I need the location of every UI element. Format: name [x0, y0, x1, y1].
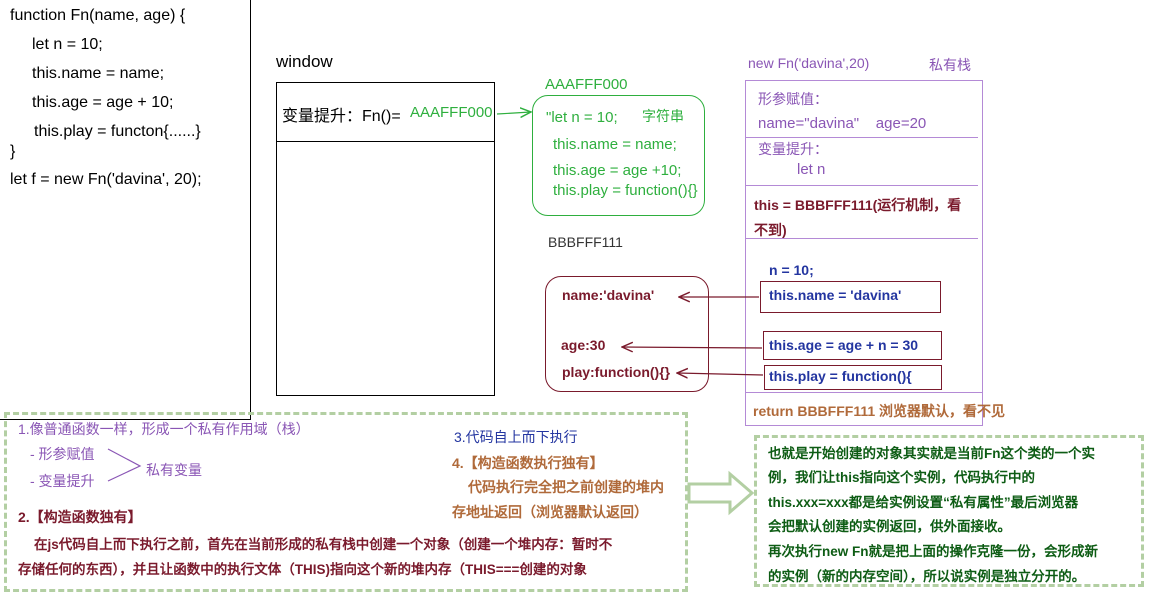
note-right-line-3: this.xxx=xxx都是给实例设置“私有属性”最后浏览器 — [768, 495, 1079, 510]
note-step4-title: 4.【构造函数执行独有】 — [452, 455, 604, 471]
code-line-2: let n = 10; — [32, 36, 103, 53]
window-box — [276, 82, 495, 396]
obj-prop-play: play:function(){} — [562, 364, 671, 380]
note-step2-title: 2.【构造函数独有】 — [18, 509, 142, 525]
note-sub-param: - 形参赋值 — [30, 446, 95, 462]
stack-title: 私有栈 — [929, 57, 971, 73]
note-sub-hoist: - 变量提升 — [30, 473, 95, 489]
fn-heap-line-3: this.age = age +10; — [553, 162, 682, 179]
fn-heap-line-2: this.name = name; — [553, 136, 677, 153]
note-step1: 1.像普通函数一样，形成一个私有作用域（栈） — [18, 421, 310, 437]
stack-n-assign: n = 10; — [769, 262, 814, 278]
note-right-line-5: 再次执行new Fn就是把上面的操作克隆一份，会形成新 — [768, 544, 1098, 559]
note-step3: 3.代码自上而下执行 — [454, 429, 578, 445]
this-age-box — [763, 331, 942, 360]
fn-heap-type-label: 字符串 — [642, 108, 684, 124]
stack-divider-2 — [745, 185, 978, 186]
stack-call-label: new Fn('davina',20) — [748, 55, 870, 71]
obj-heap-address: BBBFFF111 — [548, 234, 623, 250]
this-name-box — [760, 281, 941, 313]
stack-param-values: name="davina" age=20 — [758, 115, 927, 132]
stack-this-line-2: 不到) — [754, 222, 787, 238]
stack-this-name: this.name = 'davina' — [769, 287, 902, 303]
fn-heap-box — [532, 95, 705, 216]
fn-heap-address: AAAFFF000 — [545, 76, 628, 93]
code-line-4: this.age = age + 10; — [32, 94, 174, 111]
obj-heap-box — [545, 276, 709, 392]
notes-right-box — [754, 435, 1144, 587]
window-divider — [276, 141, 495, 142]
notes-left-box — [4, 412, 688, 592]
fn-heap-line-1: "let n = 10; — [546, 109, 618, 126]
stack-return-line: return BBBFFF111 浏览器默认，看不见 — [753, 403, 1006, 419]
this-play-box — [764, 365, 942, 390]
arrow-window-to-fn-heap — [496, 112, 531, 114]
code-panel — [0, 0, 251, 420]
note-step2-line-2: 存储任何的东西），并且让函数中的执行文体（THIS)指向这个新的堆内存（THIS… — [18, 562, 587, 577]
code-line-6: } — [10, 143, 16, 160]
note-step4-line-2: 存地址返回（浏览器默认返回） — [452, 504, 648, 520]
stack-this-play: this.play = function(){ — [769, 368, 912, 384]
obj-prop-age: age:30 — [561, 337, 606, 353]
window-title: window — [276, 52, 333, 71]
obj-prop-name: name:'davina' — [562, 287, 655, 303]
stack-divider-4 — [745, 392, 982, 393]
note-right-line-6: 的实例（新的内存空间），所以说实例是独立分开的。 — [768, 569, 1086, 584]
stack-divider-1 — [745, 137, 978, 138]
stack-param-title: 形参赋值： — [758, 91, 828, 107]
note-step2-line-1: 在js代码自上而下执行之前，首先在当前形成的私有栈中创建一个对象（创建一个堆内存… — [34, 537, 613, 552]
note-right-line-4: 会把默认创建的实例返回，供外面接收。 — [768, 519, 1011, 534]
stack-this-line-1: this = BBBFFF111(运行机制，看 — [754, 197, 962, 213]
code-line-3: this.name = name; — [32, 65, 165, 82]
private-stack-box — [745, 80, 983, 426]
window-hoist-address: AAAFFF000 — [410, 104, 493, 121]
code-line-5: this.play = functon{......} — [34, 123, 201, 140]
note-private-vars: 私有变量 — [146, 462, 202, 478]
code-line-1: function Fn(name, age) { — [10, 7, 186, 24]
note-step4-line-1: 代码执行完全把之前创建的堆内 — [468, 479, 664, 495]
stack-divider-3 — [745, 238, 978, 239]
stack-this-age: this.age = age + n = 30 — [769, 337, 919, 353]
note-right-line-1: 也就是开始创建的对象其实就是当前Fn这个类的一个实 — [768, 446, 1095, 461]
fn-heap-line-4: this.play = function(){} — [553, 182, 698, 199]
block-arrow-icon — [687, 470, 755, 516]
code-line-7: let f = new Fn('davina', 20); — [10, 171, 202, 188]
note-right-line-2: 例，我们让this指向这个实例，代码执行中的 — [768, 470, 1036, 485]
window-hoist-label: 变量提升：Fn()= — [282, 108, 401, 125]
stack-hoist-var: let n — [797, 161, 826, 178]
stack-hoist-title: 变量提升： — [758, 141, 828, 157]
